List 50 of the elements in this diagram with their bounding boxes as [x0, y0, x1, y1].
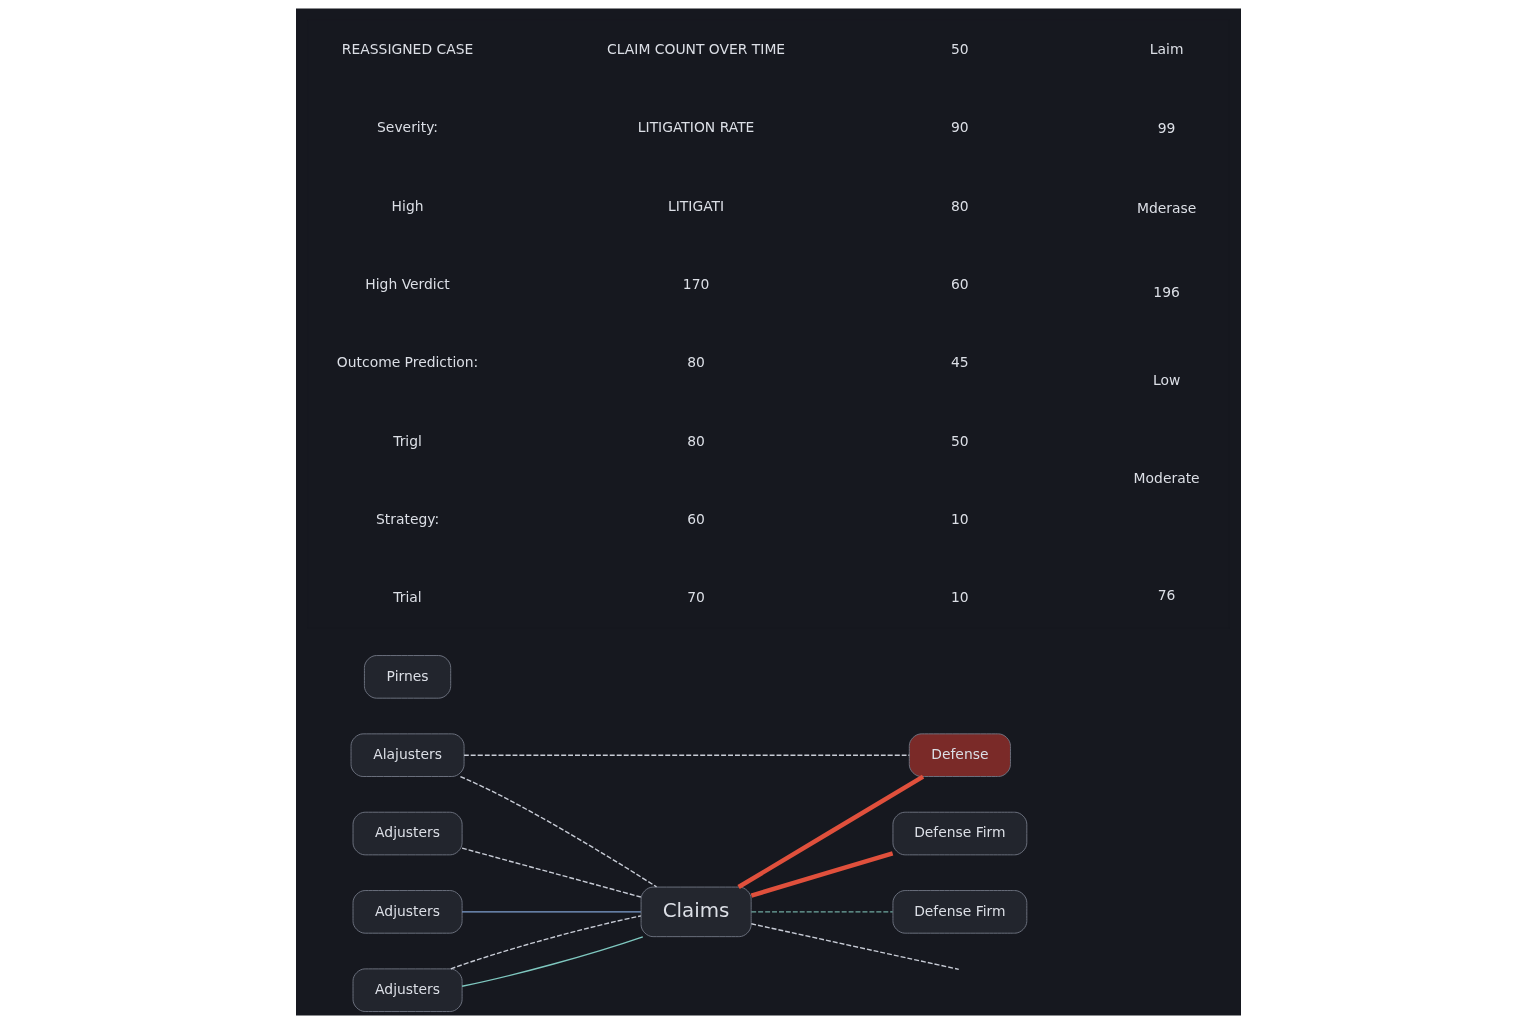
label: REASSIGNED CASE — [341, 40, 473, 57]
label: CLAIM COUNT OVER TIME — [606, 40, 785, 57]
label: Strategy: — [375, 510, 439, 527]
connector — [449, 915, 642, 970]
label: Outcome Prediction: — [336, 354, 478, 371]
label: 170 — [682, 275, 709, 292]
label: Mderase — [1136, 200, 1196, 217]
label: 76 — [1157, 587, 1175, 604]
node-box: Defense Firm — [891, 811, 1027, 856]
label: Trial — [392, 589, 422, 606]
node-box: Alajusters — [350, 733, 465, 777]
label: 99 — [1157, 120, 1175, 137]
label: Trigl — [392, 432, 422, 449]
label: LITIGATION RATE — [637, 119, 754, 136]
label: 80 — [686, 432, 705, 449]
connector — [459, 775, 657, 888]
node-box: Pirnes — [363, 655, 451, 699]
label: 45 — [950, 354, 969, 371]
connector — [750, 911, 893, 913]
node-box: Defense — [908, 733, 1011, 777]
label: High — [391, 197, 423, 214]
label: 70 — [686, 589, 705, 606]
label: 10 — [950, 589, 969, 606]
label: 90 — [950, 119, 969, 136]
connector — [460, 936, 643, 987]
label: 80 — [950, 197, 969, 214]
label: 10 — [950, 510, 969, 527]
label: 80 — [686, 354, 705, 371]
label: 196 — [1152, 283, 1180, 300]
node-box: Adjusters — [352, 968, 463, 1012]
label: 50 — [950, 432, 969, 449]
label: High Verdict — [364, 275, 450, 292]
label: Moderate — [1133, 470, 1200, 487]
label: Laim — [1149, 40, 1183, 57]
connector — [460, 847, 642, 898]
node-box: Defense Firm — [891, 890, 1027, 934]
label: Severity: — [376, 119, 438, 136]
label: 50 — [950, 40, 969, 57]
node-box: Claims — [640, 886, 752, 938]
connector — [460, 911, 642, 913]
connector — [462, 754, 910, 756]
node-box: Adjusters — [352, 890, 463, 934]
label: LITIGATI — [667, 197, 724, 214]
node-box: Adjusters — [352, 811, 463, 856]
label: Low — [1152, 372, 1180, 389]
connector — [750, 923, 959, 971]
label: 60 — [950, 275, 969, 292]
connector — [736, 774, 924, 889]
label: 60 — [686, 510, 705, 527]
connector — [750, 851, 893, 898]
